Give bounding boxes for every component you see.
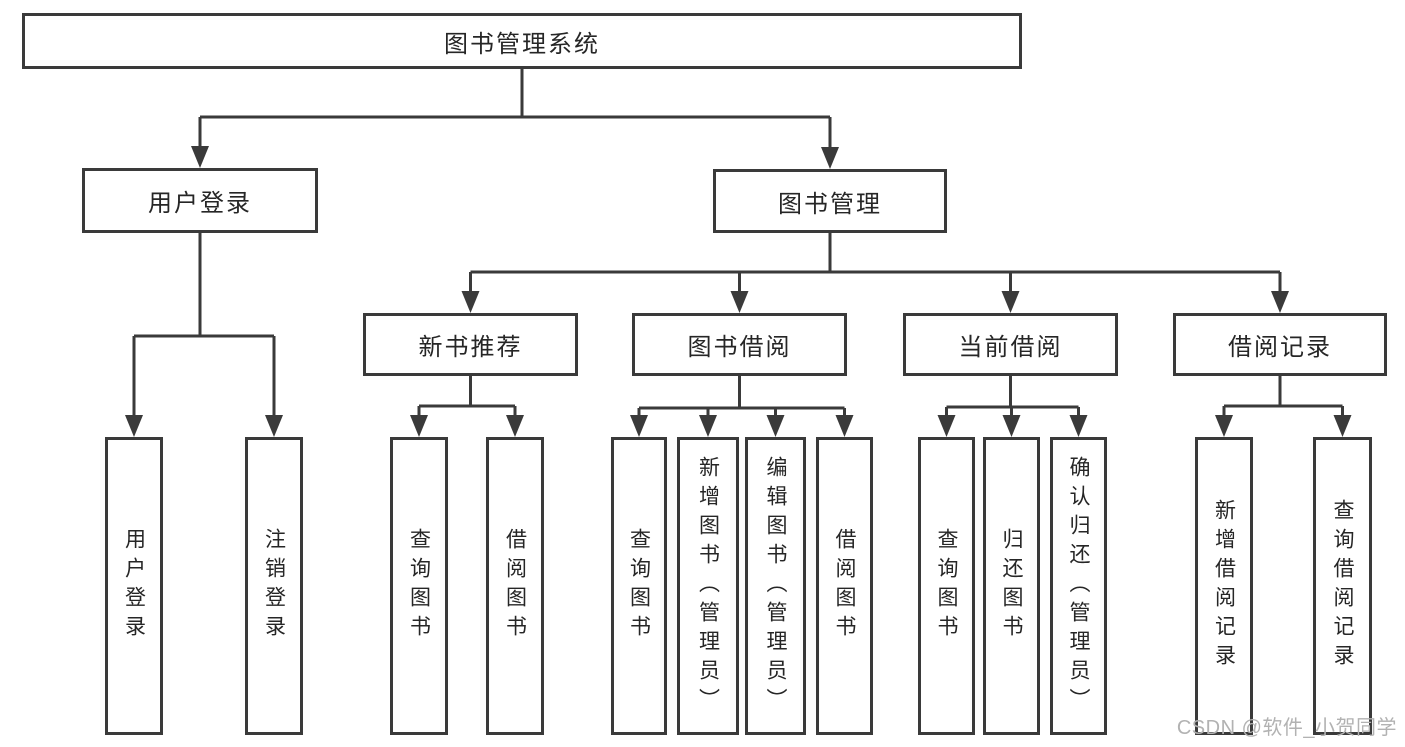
connector-root-to-level1 [191,69,839,169]
leaf-confirm-return-admin: 确认归还（管理员） [1050,437,1107,735]
arrowhead [1271,291,1289,313]
node-user-login: 用户登录 [82,168,318,233]
leaf-query-books-borrow: 查询图书 [611,437,667,735]
leaf-add-borrow-record: 新增借阅记录 [1195,437,1253,735]
node-book-borrow: 图书借阅 [632,313,847,376]
connector-new-book-children [410,376,524,437]
leaf-query-books-current: 查询图书 [918,437,975,735]
connector-current-borrow-children [937,376,1088,437]
arrowhead [630,415,648,437]
arrowhead [730,291,749,313]
leaf-borrow-books: 借阅图书 [816,437,873,735]
leaf-add-book-admin: 新增图书（管理员） [677,437,739,735]
arrowhead [821,147,839,169]
arrowhead [191,146,209,168]
arrowhead [1215,415,1233,437]
connector-book-borrow-children [630,376,854,437]
node-new-book-recommend: 新书推荐 [363,313,578,376]
node-borrow-records: 借阅记录 [1173,313,1387,376]
node-book-management: 图书管理 [713,169,947,233]
leaf-logout: 注销登录 [245,437,303,735]
node-root-library-system: 图书管理系统 [22,13,1022,69]
connector-user-login-children [125,233,283,437]
leaf-query-borrow-record: 查询借阅记录 [1313,437,1372,735]
arrowhead [506,415,524,437]
leaf-user-login: 用户登录 [105,437,163,735]
connector-borrow-records-children [1215,376,1352,437]
arrowhead [1002,415,1021,437]
arrowhead [1001,291,1020,313]
leaf-borrow-books-recommend: 借阅图书 [486,437,544,735]
arrowhead [461,291,480,313]
arrowhead [835,415,854,437]
arrowhead [265,415,283,437]
arrowhead [410,415,428,437]
arrowhead [766,415,785,437]
csdn-watermark: CSDN @软件_小贺同学 [1176,717,1397,739]
leaf-query-books-recommend: 查询图书 [390,437,448,735]
leaf-return-book: 归还图书 [983,437,1040,735]
arrowhead [1069,415,1088,437]
arrowhead [125,415,143,437]
arrowhead [1333,415,1352,437]
arrowhead [699,415,717,437]
connector-book-management-children [461,233,1289,313]
node-current-borrow: 当前借阅 [903,313,1118,376]
leaf-edit-book-admin: 编辑图书（管理员） [745,437,806,735]
arrowhead [937,415,956,437]
